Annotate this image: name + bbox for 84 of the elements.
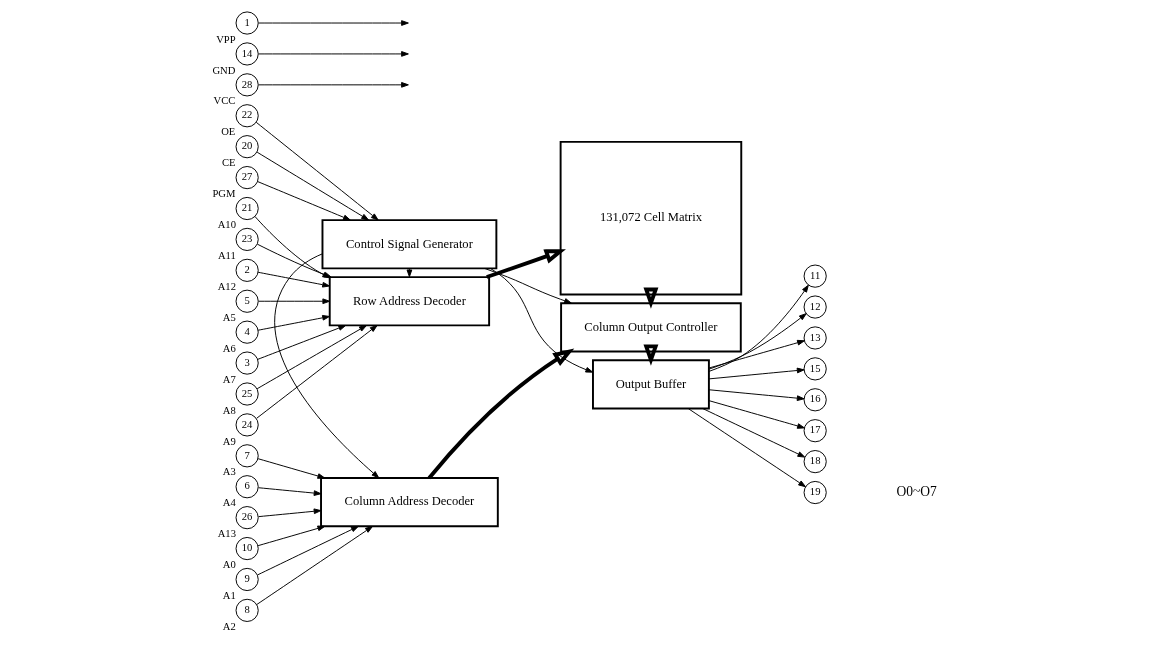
- arrow: [257, 487, 321, 496]
- node-circle: 7: [235, 444, 259, 468]
- node-circle: 13: [803, 326, 827, 350]
- arrow: [274, 253, 379, 479]
- node-circle: 2: [235, 258, 259, 282]
- arrow: [708, 339, 805, 369]
- arrow: [708, 367, 805, 380]
- arrow: [256, 181, 351, 221]
- label: O0~O7: [895, 484, 937, 500]
- arrow: [483, 268, 572, 304]
- node-label: A10: [217, 219, 236, 231]
- node-circle: 23: [235, 227, 259, 251]
- node-label: CE: [221, 157, 236, 169]
- node-circle: 9: [235, 567, 259, 592]
- arrow: [257, 458, 325, 479]
- node-box: Column Address Decoder: [319, 477, 499, 528]
- node-circle: 6: [235, 475, 259, 499]
- node-circle: 26: [235, 506, 259, 530]
- node-label: VPP: [215, 33, 236, 45]
- arrow: [642, 344, 658, 366]
- arrow: [708, 284, 809, 372]
- node-label: A11: [217, 250, 236, 262]
- node-circle: 8: [235, 598, 259, 622]
- arrow: [255, 324, 378, 419]
- node-circle: 22: [235, 104, 259, 128]
- arrow: [256, 325, 346, 360]
- node-circle: 27: [235, 166, 259, 190]
- arrow: [642, 287, 658, 309]
- node-circle: 15: [803, 357, 827, 381]
- node-circle: 14: [235, 42, 259, 66]
- node-circle: 11: [803, 264, 827, 288]
- node-label: A7: [222, 373, 236, 385]
- node-label: A9: [222, 435, 236, 447]
- node-label: A2: [222, 621, 236, 632]
- node-label: VCC: [213, 95, 235, 107]
- arrow: [687, 408, 806, 488]
- arrow: [256, 151, 369, 221]
- arrow: [708, 400, 805, 429]
- arrow: [708, 313, 807, 370]
- node-label: A8: [222, 404, 236, 416]
- node-circle: 10: [235, 536, 259, 561]
- arrow: [257, 51, 409, 57]
- node-circle: 12: [803, 295, 827, 319]
- arrow: [256, 525, 359, 576]
- arrow: [257, 525, 325, 547]
- node-label: A13: [217, 528, 236, 540]
- node-circle: 18: [803, 450, 827, 474]
- node-circle: 4: [235, 320, 259, 344]
- node-circle: 5: [235, 289, 259, 313]
- node-box: Output Buffer: [591, 359, 710, 410]
- node-circle: 17: [803, 419, 827, 443]
- arrow: [257, 82, 409, 88]
- arrow: [257, 298, 330, 305]
- node-label: A12: [217, 280, 236, 292]
- node-label: GND: [211, 64, 235, 76]
- arrow: [257, 314, 330, 331]
- node-label: A5: [222, 311, 236, 323]
- arrow: [485, 249, 566, 279]
- node-label: A6: [222, 342, 236, 354]
- node-circle: 28: [235, 73, 259, 97]
- node-label: A0: [222, 559, 236, 571]
- arrow: [255, 121, 379, 221]
- arrow: [257, 508, 321, 518]
- arrow: [489, 268, 593, 373]
- arrow: [257, 20, 409, 26]
- arrow: [701, 408, 805, 458]
- arrow: [427, 348, 574, 480]
- node-circle: 1: [235, 11, 259, 35]
- node-circle: 16: [803, 388, 827, 412]
- node-label: A3: [222, 466, 236, 478]
- node-circle: 3: [235, 351, 259, 375]
- node-circle: 24: [235, 413, 259, 437]
- node-circle: 19: [803, 480, 827, 505]
- node-label: OE: [220, 126, 235, 138]
- node-circle: 21: [235, 196, 259, 221]
- node-circle: 20: [235, 135, 259, 159]
- node-label: PGM: [211, 188, 235, 200]
- arrow: [256, 325, 367, 390]
- node-label: A1: [222, 590, 236, 602]
- node-circle: 25: [235, 382, 259, 406]
- arrow: [255, 526, 373, 606]
- node-label: A4: [222, 497, 236, 509]
- node-box: Row Address Decoder: [328, 276, 490, 327]
- arrow: [708, 389, 805, 402]
